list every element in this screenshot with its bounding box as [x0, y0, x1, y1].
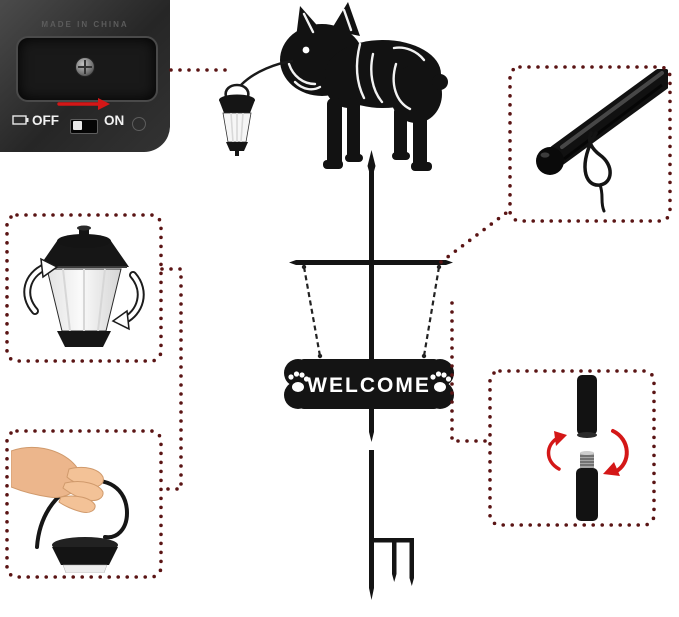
- dog-eye: [302, 46, 310, 54]
- threaded-connector: [580, 451, 594, 468]
- ground-prong: [392, 542, 397, 574]
- hand-hook-illustration: [11, 446, 130, 573]
- pole-hook-illustration: [536, 69, 668, 213]
- dog-detail-lines: [287, 8, 426, 111]
- ground-prong: [409, 542, 414, 578]
- upper-pole-segment: [577, 375, 597, 438]
- screw-icon: [75, 57, 95, 77]
- lantern-hook-arm: [240, 59, 294, 86]
- switch-nub: [73, 121, 82, 130]
- lantern-top: [52, 537, 118, 573]
- embossed-text: MADE IN CHINA: [41, 20, 129, 29]
- chain-right: [422, 266, 441, 357]
- welcome-bone-sign: WELCOME: [284, 359, 454, 409]
- dog-tail: [432, 74, 448, 90]
- stake-pole-lower: [369, 450, 374, 588]
- hand: [11, 446, 104, 513]
- ground-stake-bar: [371, 538, 414, 543]
- hanging-lantern: [219, 59, 294, 156]
- connector-left-boxes: [160, 267, 183, 491]
- paw-print-icon-left: [288, 371, 310, 392]
- solar-lantern: [39, 225, 129, 347]
- solar-panel-closeup: MADE IN CHINA OFF ON: [0, 0, 170, 152]
- pole-connector-illustration: [546, 375, 629, 521]
- hook-pole: [536, 69, 668, 175]
- stake-pole-upper: [369, 170, 374, 432]
- lantern-handle: [224, 83, 250, 98]
- chain-left: [302, 266, 322, 357]
- welcome-text: WELCOME: [307, 374, 431, 397]
- garden-stake-assembly: WELCOME: [284, 150, 454, 600]
- lantern-rotate-illustration: [23, 225, 145, 347]
- paw-print-icon-right: [430, 371, 452, 392]
- off-label: OFF: [32, 113, 59, 128]
- crossbar: [296, 260, 446, 265]
- on-label: ON: [104, 113, 125, 128]
- red-arrow-icon: [57, 98, 110, 110]
- french-bulldog-silhouette: [280, 2, 448, 171]
- lower-pole-segment: [576, 468, 598, 521]
- cert-mark-icon: [132, 117, 146, 131]
- power-switch: [70, 119, 98, 134]
- battery-icon: [12, 115, 29, 125]
- hanging-wire-loop: [583, 131, 612, 213]
